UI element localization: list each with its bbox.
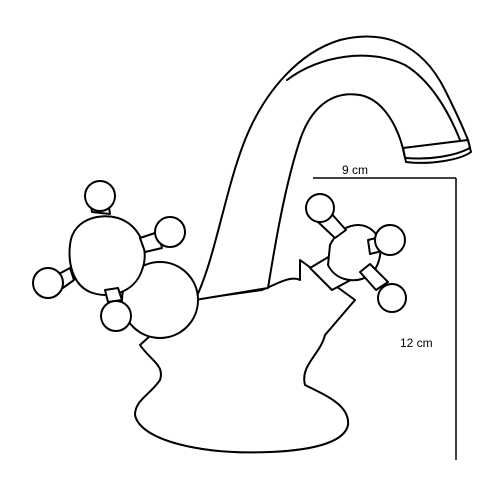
left-handle-knob-bottom xyxy=(100,300,132,332)
right-handle-knob-bottom xyxy=(377,283,407,313)
right-cross-handle xyxy=(305,193,407,313)
left-handle-knob-right xyxy=(154,216,186,248)
height-dimension-label: 12 cm xyxy=(400,336,433,350)
spout-highlight xyxy=(286,54,461,141)
left-handle-knob-top xyxy=(84,180,116,212)
right-handle-knob-right xyxy=(374,224,406,256)
faucet-spout xyxy=(194,35,471,301)
spout-nozzle xyxy=(402,139,472,164)
right-handle-knob-top xyxy=(305,193,335,223)
left-cross-handle xyxy=(32,180,186,332)
nozzle-rim xyxy=(405,147,471,160)
reach-dimension-label: 9 cm xyxy=(342,163,368,177)
left-handle-knob-left xyxy=(32,267,64,299)
